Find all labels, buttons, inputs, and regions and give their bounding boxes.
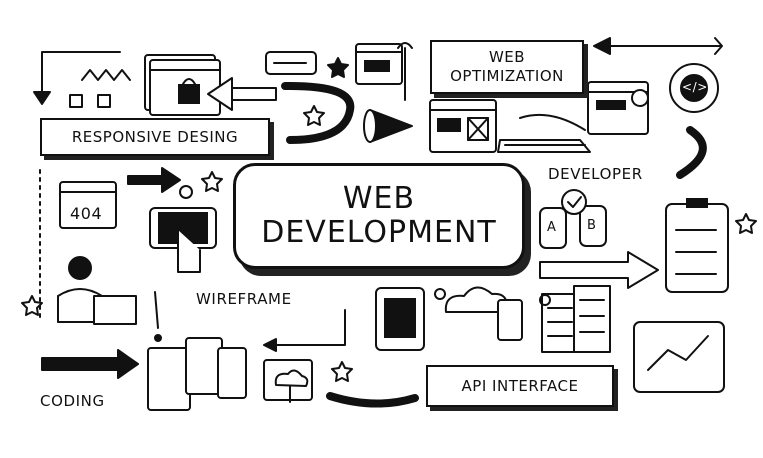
curved-arrow-icon — [676, 126, 707, 179]
ab-test-icon — [539, 189, 607, 249]
star-icon — [735, 213, 757, 234]
touch-phone-icon — [149, 207, 217, 273]
megaphone-icon — [363, 109, 413, 143]
right-arrow-icon — [127, 167, 181, 193]
choice-a-text: A — [547, 220, 557, 235]
long-right-arrow-icon — [539, 251, 659, 289]
responsive-design-label: RESPONSIVE DESING — [40, 118, 270, 156]
star-icon — [201, 171, 223, 192]
coding-arrow-icon — [41, 349, 139, 379]
star-icon — [21, 295, 43, 316]
keyboard-icon — [497, 139, 591, 153]
responsive-design-text: RESPONSIVE DESING — [71, 128, 239, 146]
wrench-icon — [397, 42, 413, 101]
square-icon — [69, 94, 83, 108]
developer-browser-icon — [587, 81, 649, 135]
devices-icon — [147, 337, 247, 411]
top-right-arrow-icon — [593, 37, 723, 55]
wireframe-label: WIREFRAME — [196, 290, 292, 308]
exclamation-icon — [154, 291, 159, 329]
browser-layout-icon — [429, 99, 497, 153]
zigzag-icon — [81, 69, 131, 81]
api-interface-label: API INTERFACE — [426, 365, 614, 407]
main-title-line2: DEVELOPMENT — [261, 215, 497, 250]
browser-shopping-icon — [144, 54, 221, 116]
server-icon — [541, 285, 611, 353]
main-title-box: WEB DEVELOPMENT — [233, 163, 525, 269]
curved-arrow-icon — [326, 392, 419, 408]
web-optimization-line1: WEB — [488, 48, 526, 66]
choice-b-text: B — [587, 218, 597, 233]
l-arrow-icon — [269, 309, 346, 346]
square-icon — [97, 94, 111, 108]
mobile-devices-icon — [375, 287, 425, 351]
left-arrow-icon — [207, 77, 277, 111]
coder-person-icon — [57, 256, 137, 325]
circle-icon — [539, 294, 551, 306]
developer-label: DEVELOPER — [548, 165, 643, 183]
u-turn-arrow-icon — [281, 81, 355, 144]
main-title-line1: WEB — [342, 181, 416, 216]
error-window-icon — [59, 181, 117, 229]
cloud-folder-icon — [263, 359, 313, 403]
star-icon — [331, 361, 353, 382]
star-icon — [327, 57, 349, 78]
api-interface-text: API INTERFACE — [461, 377, 579, 395]
code-tag-text: </> — [682, 80, 708, 94]
browser-icon — [355, 43, 403, 85]
web-optimization-line2: OPTIMIZATION — [450, 67, 564, 85]
checklist-icon — [665, 198, 729, 293]
circle-icon — [434, 288, 446, 300]
error-code-text: 404 — [70, 204, 103, 223]
bracket-arrow-icon — [33, 51, 121, 105]
gear-icon — [669, 63, 719, 113]
analytics-chart-icon — [633, 321, 725, 393]
cloud-network-icon — [444, 286, 523, 341]
coding-label: CODING — [40, 392, 105, 410]
circle-icon — [179, 185, 193, 199]
web-optimization-label: WEB OPTIMIZATION — [430, 40, 584, 94]
star-icon — [303, 105, 325, 126]
